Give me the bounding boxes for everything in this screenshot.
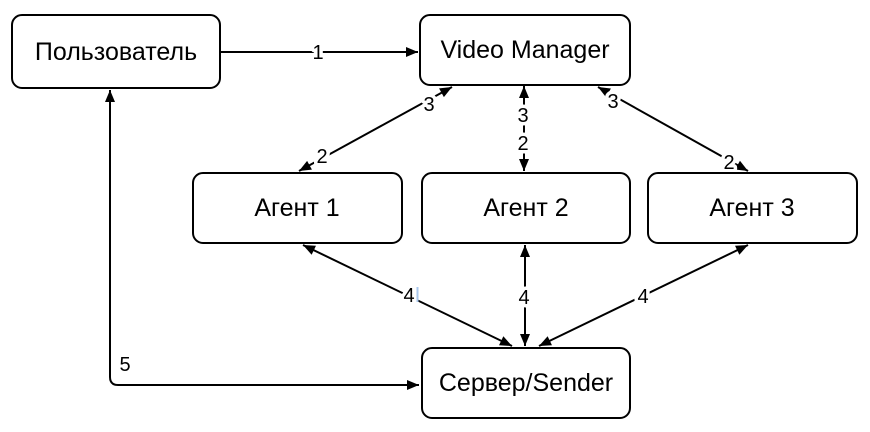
node-sender-box[interactable] xyxy=(421,347,631,419)
node-video-manager-label: Video Manager xyxy=(440,36,609,64)
edge-label-4-center: 4 xyxy=(518,287,529,309)
node-agent3-label: Агент 3 xyxy=(709,194,794,222)
edge-sender-user[interactable] xyxy=(105,90,419,390)
edge-label-1: 1 xyxy=(312,42,323,64)
node-agent2-label: Агент 2 xyxy=(483,194,568,222)
edge-label-3-left: 3 xyxy=(423,94,434,116)
node-agent1-label: Агент 1 xyxy=(254,194,339,222)
node-video-manager-box[interactable] xyxy=(419,14,631,86)
edge-label-2-center: 2 xyxy=(517,133,528,155)
edge-video-manager-agent3[interactable] xyxy=(597,86,749,172)
edge-label-5: 5 xyxy=(119,354,130,376)
node-agent3-box[interactable] xyxy=(647,172,858,244)
edge-label-4-left: 4 xyxy=(403,285,414,307)
edge-agent3-sender[interactable] xyxy=(538,244,749,347)
node-video-manager[interactable]: Video Manager xyxy=(419,14,631,86)
node-sender[interactable]: Сервер/Sender xyxy=(421,347,631,419)
edge-label-4-right: 4 xyxy=(637,286,648,308)
node-sender-label: Сервер/Sender xyxy=(439,369,613,397)
node-agent1-box[interactable] xyxy=(192,172,403,244)
node-user[interactable]: Пользователь xyxy=(11,14,221,89)
text-cursor-artifact xyxy=(416,287,419,302)
node-agent2[interactable]: Агент 2 xyxy=(421,172,631,244)
node-agent2-box[interactable] xyxy=(421,172,631,244)
edge-label-3-center: 3 xyxy=(517,105,528,127)
node-user-box[interactable] xyxy=(11,14,221,89)
edge-label-2-left: 2 xyxy=(316,146,327,168)
edge-label-3-right: 3 xyxy=(607,91,618,113)
node-agent1[interactable]: Агент 1 xyxy=(192,172,403,244)
node-agent3[interactable]: Агент 3 xyxy=(647,172,858,244)
node-user-label: Пользователь xyxy=(35,38,197,66)
edge-label-2-right: 2 xyxy=(723,152,734,174)
